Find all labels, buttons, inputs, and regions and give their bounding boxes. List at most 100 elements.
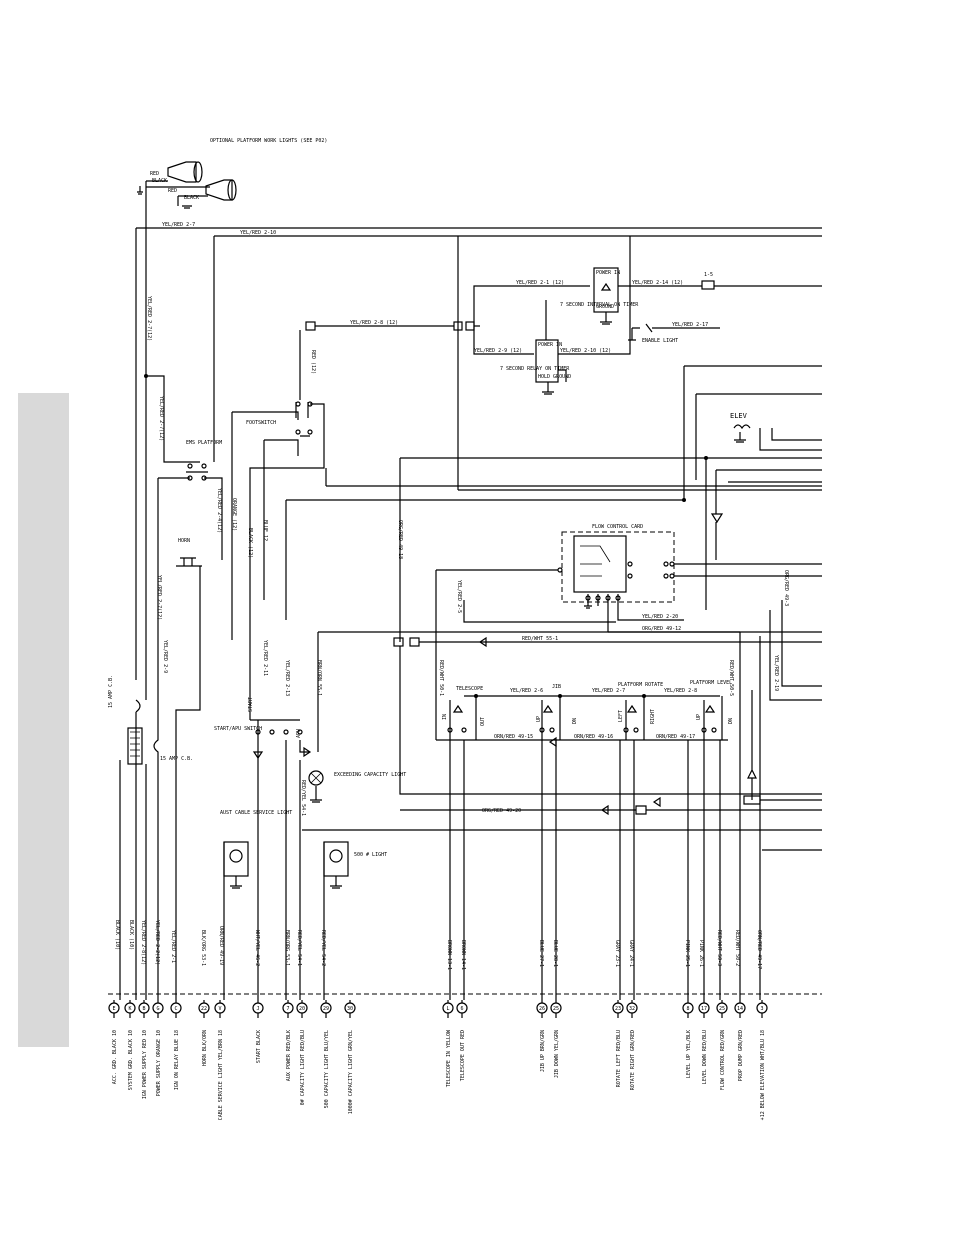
wire-2-17: YEL/RED 2-17 [672, 322, 708, 328]
svg-text:BLK/ORG 53-1: BLK/ORG 53-1 [200, 930, 206, 966]
svg-text:RED/YEL 54-1: RED/YEL 54-1 [300, 780, 306, 816]
connector-label: LEVEL DOWN RED/BLU [702, 1030, 708, 1084]
wire-2-8: YEL/RED 2-8 (12) [350, 320, 398, 326]
connector-pin-id: 25 [553, 1006, 559, 1012]
svg-text:RED (12): RED (12) [310, 350, 316, 374]
svg-text:ORANGE (12): ORANGE (12) [231, 498, 237, 531]
wire-2-10: YEL/RED 2-10 (12) [560, 348, 611, 354]
svg-text:BLUE 28-1: BLUE 28-1 [552, 940, 558, 967]
svg-text:DN: DN [728, 718, 734, 724]
svg-text:ORN/RED 49-19: ORN/RED 49-19 [218, 926, 224, 965]
connector-pin-id: 8 [686, 1006, 689, 1012]
connector-pin-id: B [142, 1006, 145, 1012]
connector-label: TELESCOPE OUT RED [460, 1030, 466, 1081]
connector-pin-id: 26 [539, 1006, 545, 1012]
connector-label: +12 BELOW ELEVATION WHT/BLU 18 [760, 1030, 766, 1120]
svg-text:POWER IN: POWER IN [538, 342, 562, 348]
connector-pin-id: L [446, 1006, 449, 1012]
connector-label: IGN POWER SUPPLY RED 10 [142, 1030, 148, 1099]
connector-label: PROP DUMP GRN/RED [738, 1030, 744, 1081]
wire-2-6: YEL/RED 2-6 [510, 688, 543, 694]
svg-text:ORN/RED 49-17: ORN/RED 49-17 [756, 930, 762, 969]
page-side-tab [18, 393, 69, 1047]
svg-text:BROWN 13-1: BROWN 13-1 [446, 940, 452, 970]
svg-text:BROWN 14-1: BROWN 14-1 [460, 940, 466, 970]
connector-label: LEVEL UP YEL/BLK [686, 1030, 692, 1078]
svg-text:YEL/RED 2-2(12): YEL/RED 2-2(12) [154, 920, 160, 965]
connector-label: 1000# CAPACITY LIGHT GRN/YEL [348, 1030, 354, 1114]
connector-pin-id: 32 [629, 1006, 635, 1012]
cb-15a-2: 15 AMP C.B. [160, 756, 193, 762]
wire-49-12: ORG/RED 49-12 [642, 626, 681, 632]
flow-control-card-label: FLOW CONTROL CARD [592, 524, 643, 530]
bottom-wire-labels: BLACK (10) BLACK (10) YEL/RED 2-8(12) YE… [114, 920, 762, 970]
elev-section: ELEV [285, 236, 822, 620]
svg-text:YEL/RED 2-11: YEL/RED 2-11 [262, 640, 268, 676]
svg-text:YEL/RED 2-7(12): YEL/RED 2-7(12) [156, 575, 162, 620]
relay-timer-section: YEL/RED 2-8 (12) YEL/RED 2-1 (12) YEL/RE… [305, 236, 822, 395]
connector-label: CABLE SERVICE LIGHT YEL/BRN 18 [218, 1030, 224, 1120]
svg-text:BRN/ORG 53-1: BRN/ORG 53-1 [284, 930, 290, 966]
wire-2-9: YEL/RED 2-9 (12) [474, 348, 522, 354]
svg-text:YEL/RED 2-8(12): YEL/RED 2-8(12) [140, 920, 146, 965]
svg-text:YEL/RED 2-19: YEL/RED 2-19 [773, 655, 779, 691]
horn-label: HORN [178, 538, 190, 544]
svg-text:BLUE 12: BLUE 12 [262, 520, 268, 541]
platform-level-label: PLATFORM LEVEL [690, 680, 732, 686]
connector-pin-id: J [256, 1006, 259, 1012]
svg-text:WHT/YEL 46-2: WHT/YEL 46-2 [254, 930, 260, 966]
aust-cable-light-label: AUST CABLE SERVICE LIGHT [220, 810, 292, 816]
connector-pin-id: C [174, 1006, 177, 1012]
svg-text:BLUE 27-1: BLUE 27-1 [538, 940, 544, 967]
svg-text:RED/YEL 54-1: RED/YEL 54-1 [296, 930, 302, 966]
svg-text:GRAY 23-1: GRAY 23-1 [614, 940, 620, 967]
wire-2-8b: YEL/RED 2-8 [664, 688, 697, 694]
connector-label: TELESCOPE IN YELLOW [446, 1029, 452, 1087]
svg-text:RED/WHT 50-3: RED/WHT 50-3 [716, 930, 722, 966]
svg-text:YEL/RED 2-4(12): YEL/RED 2-4(12) [216, 488, 222, 533]
wire-49-16: ORN/RED 49-16 [574, 734, 613, 740]
connector-pin-id: 20 [299, 1006, 305, 1012]
connector-pin-id: 30 [347, 1006, 353, 1012]
svg-text:PINK 26-1: PINK 26-1 [698, 940, 704, 967]
wire-1-5: 1-5 [704, 272, 713, 278]
svg-text:OUT: OUT [480, 717, 486, 726]
connector-label: ROTATE RIGHT GRN/RED [630, 1030, 636, 1090]
connector-label: FLOW CONTROL RED/GRN [720, 1030, 726, 1090]
svg-text:RED/WHT 50-5: RED/WHT 50-5 [728, 660, 734, 696]
svg-text:HOLD GROUND: HOLD GROUND [538, 374, 571, 380]
svg-text:ORG/RED 49-3: ORG/RED 49-3 [783, 570, 789, 606]
connector-pin-id: 22 [201, 1006, 207, 1012]
svg-text:DN: DN [572, 718, 578, 724]
left-wiring: EMS PLATFORM FOOTSWITCH BLACK (12) HORN … [108, 230, 822, 1000]
enable-light-label: ENABLE LIGHT [642, 338, 678, 344]
connector-label: POWER SUPPLY ORANGE 10 [156, 1030, 162, 1096]
svg-text:YEL/RED 2-9: YEL/RED 2-9 [162, 640, 168, 673]
svg-text:BLACK (10): BLACK (10) [128, 920, 134, 950]
svg-text:UP: UP [536, 716, 542, 722]
interval-timer-label: 7 SECOND INTERVAL ON TIMER [560, 302, 639, 308]
light-wire-black-2: BLACK [184, 195, 199, 201]
svg-text:PINK 25-1: PINK 25-1 [684, 940, 690, 967]
wire-2-14: YEL/RED 2-14 (12) [632, 280, 683, 286]
connector-pin-id: V [218, 1006, 221, 1012]
optional-lights-label: OPTIONAL PLATFORM WORK LIGHTS (SEE P02) [210, 138, 327, 144]
wire-55-1: RED/WHT 55-1 [522, 636, 558, 642]
svg-text:IN: IN [442, 714, 448, 720]
start-apu-switch-label: START/APU SWITCH [214, 726, 262, 732]
svg-text:BLACK (10): BLACK (10) [114, 920, 120, 950]
svg-text:RED/WHT 50-1: RED/WHT 50-1 [438, 660, 444, 696]
connector-label: SYSTEM GRD. BLACK 10 [128, 1030, 134, 1090]
connector-pin-id: G [156, 1006, 159, 1012]
top-wire-2-10: YEL/RED 2-10 [240, 230, 276, 236]
connector-label: JIB DOWN YEL/GRN [554, 1030, 560, 1078]
wire-2-20: YEL/RED 2-20 [642, 614, 678, 620]
top-wire-2-7: YEL/RED 2-7 [162, 222, 195, 228]
connector-pin-id: 29 [323, 1006, 329, 1012]
svg-text:YEL/RED 2-7(12): YEL/RED 2-7(12) [146, 296, 152, 341]
svg-text:YEL/RED 2-7(12): YEL/RED 2-7(12) [158, 396, 164, 441]
wire-49-20: ORG/RED 49-20 [482, 808, 521, 814]
connector-label: START BLACK [256, 1030, 262, 1063]
